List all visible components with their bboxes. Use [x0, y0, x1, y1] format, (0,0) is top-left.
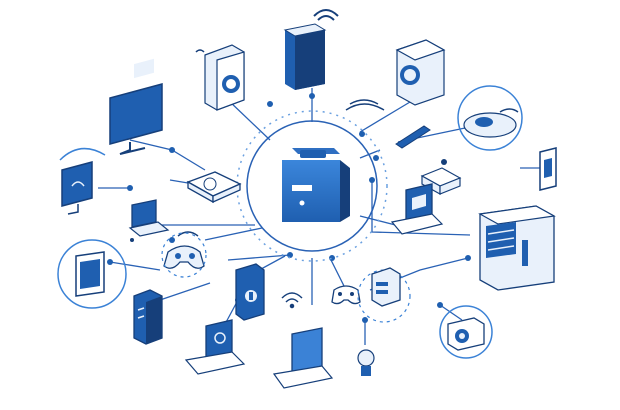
- link-washer-left: [227, 99, 271, 141]
- camera-icon: [439, 305, 493, 359]
- briefcase-icon: [282, 148, 350, 222]
- link-nas: [159, 282, 211, 301]
- mobile-phone-icon: [539, 147, 557, 191]
- tv-monitor-icon: [59, 147, 106, 215]
- link-desktop: [129, 139, 206, 171]
- router-icon: [186, 171, 242, 204]
- wireless-server-tower-icon: [283, 9, 339, 90]
- desktop-monitor-icon: [109, 58, 163, 155]
- hard-drive-icon: [357, 267, 411, 323]
- smart-plug-icon: [235, 263, 265, 321]
- washing-machine-icon-right: [395, 39, 446, 106]
- link-washer-right: [359, 101, 411, 133]
- link-server-rack: [227, 254, 291, 261]
- central-hub: [236, 110, 388, 262]
- wifi-signal-icon: [281, 292, 303, 309]
- link-gamepad-center: [329, 257, 346, 289]
- washing-machine-icon-left: [195, 44, 245, 111]
- laptop-icon-bottom-center: [272, 327, 334, 389]
- light-bulb-icon: [357, 349, 375, 376]
- gamepad-icon-left: [161, 231, 207, 278]
- laptop-icon-bottom-left: [184, 319, 246, 375]
- nas-tower-icon: [133, 289, 163, 345]
- link-usb: [359, 149, 381, 159]
- gamepad-icon-center: [331, 285, 361, 305]
- projector-icon: [420, 159, 462, 196]
- link-projector: [371, 180, 471, 236]
- usb-stick-icon: [345, 99, 431, 149]
- smart-speaker-puck-icon: [457, 85, 523, 151]
- laptop-icon-right: [390, 183, 444, 235]
- tablet-icon: [57, 239, 127, 309]
- link-camera: [439, 304, 463, 321]
- link-gamepad-left: [204, 227, 263, 241]
- small-laptop-icon: [128, 199, 170, 242]
- link-tablet: [109, 261, 161, 271]
- server-rack-icon: [478, 205, 556, 291]
